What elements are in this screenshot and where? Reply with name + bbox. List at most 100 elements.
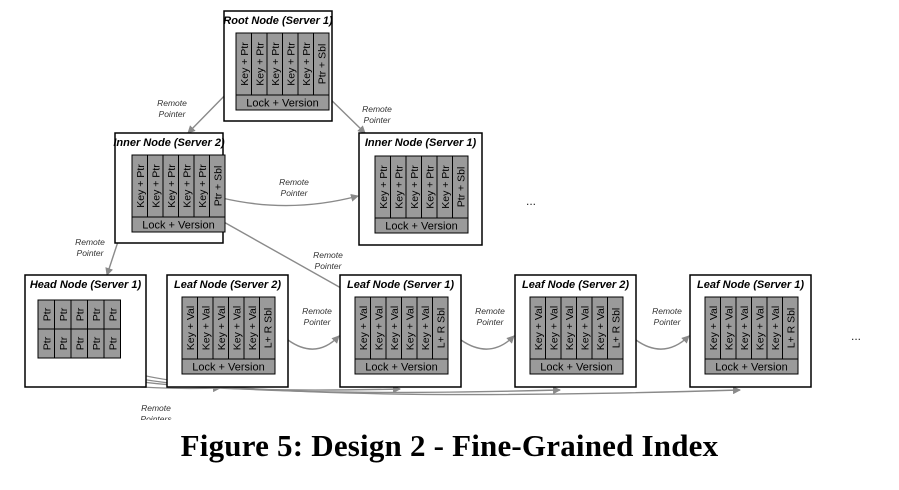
root-field-label: Key + Ptr xyxy=(270,42,282,86)
root-field-label: Key + Ptr xyxy=(239,42,251,86)
leafD-field-label: L+ R Sbl xyxy=(785,308,797,349)
root-field-label: Ptr + Sbl xyxy=(316,44,328,85)
leafB-footer-label: Lock + Version xyxy=(365,362,437,374)
leafB-footer-cell xyxy=(354,358,449,375)
head-ptr-label: Ptr xyxy=(58,307,70,321)
leafC-field-label: Key + Val xyxy=(533,306,545,350)
edge-label-root-inner2: Pointer xyxy=(159,109,187,119)
edge-label-inner2-head: Remote xyxy=(75,237,105,247)
head-ptr-label: Ptr xyxy=(107,336,119,350)
continuation-ellipsis: ... xyxy=(526,194,536,208)
inner1-field-label: Ptr + Sbl xyxy=(455,167,467,208)
edge-label-inner2-head: Pointer xyxy=(77,248,105,258)
leafD-footer-label: Lock + Version xyxy=(715,362,787,374)
inner1-field-label: Key + Ptr xyxy=(440,165,452,209)
inner2-field-label: Key + Ptr xyxy=(135,164,147,208)
leafC-footer-cell xyxy=(529,358,624,375)
head-ptr-label: Ptr xyxy=(74,307,86,321)
head-node-title: Head Node (Server 1) xyxy=(30,279,142,291)
inner2-footer-cell xyxy=(131,216,226,233)
inner1-footer-cell xyxy=(374,217,469,234)
head-ptr-label: Ptr xyxy=(58,336,70,350)
head-ptr-label: Ptr xyxy=(41,307,53,321)
leafA-field-label: Key + Val xyxy=(216,306,228,350)
continuation-ellipsis: ... xyxy=(851,329,861,343)
edge-label-root-inner1: Remote xyxy=(362,104,392,114)
head-ptr-label: Ptr xyxy=(107,307,119,321)
head-ptr-cell xyxy=(103,328,121,359)
edge-leafA-to-leafB xyxy=(287,335,340,350)
edge-label-leafB-leafC: Pointer xyxy=(477,317,505,327)
leafD-field-label: Key + Val xyxy=(739,306,751,350)
edge-label-inner2-inner1: Remote xyxy=(279,177,309,187)
head-ptr-label: Ptr xyxy=(91,336,103,350)
leafC-field-label: Key + Val xyxy=(564,306,576,350)
edge-label-inner2-inner1: Pointer xyxy=(281,188,309,198)
leafC-node-title: Leaf Node (Server 2) xyxy=(522,279,629,291)
edge-label-inner2-leafB: Pointer xyxy=(315,261,343,271)
edge-label-head-leaves: Remote xyxy=(141,403,171,413)
leafD-field-label: Key + Val xyxy=(723,306,735,350)
leafC-field-label: Key + Val xyxy=(548,306,560,350)
leafB-field-label: Key + Val xyxy=(389,306,401,350)
leafD-field-label: Key + Val xyxy=(770,306,782,350)
edge-leafB-to-leafC xyxy=(460,335,515,350)
leafB-field-label: Key + Val xyxy=(373,306,385,350)
inner2-node-title: Inner Node (Server 2) xyxy=(113,137,225,149)
inner2-field-label: Key + Ptr xyxy=(150,164,162,208)
root-field-label: Key + Ptr xyxy=(254,42,266,86)
edge-label-leafA-leafB: Pointer xyxy=(304,317,332,327)
root-footer-label: Lock + Version xyxy=(246,98,318,110)
head-ptr-label: Ptr xyxy=(91,307,103,321)
edge-label-leafB-leafC: Remote xyxy=(475,306,505,316)
edge-label-leafC-leafD: Pointer xyxy=(654,317,682,327)
edge-inner2-to-leafB xyxy=(205,211,358,298)
root-field-label: Key + Ptr xyxy=(301,42,313,86)
leafD-field-label: Key + Val xyxy=(754,306,766,350)
inner2-footer-label: Lock + Version xyxy=(142,220,214,232)
inner1-field-label: Key + Ptr xyxy=(409,165,421,209)
leafC-field-label: L+ R Sbl xyxy=(610,308,622,349)
leafA-field-label: Key + Val xyxy=(247,306,259,350)
edge-label-leafC-leafD: Remote xyxy=(652,306,682,316)
inner2-field-label: Key + Ptr xyxy=(166,164,178,208)
inner1-field-label: Key + Ptr xyxy=(393,165,405,209)
edge-label-root-inner1: Pointer xyxy=(364,115,392,125)
leafD-node-title: Leaf Node (Server 1) xyxy=(697,279,804,291)
edge-label-root-inner2: Remote xyxy=(157,98,187,108)
leafC-footer-label: Lock + Version xyxy=(540,362,612,374)
root-field-label: Key + Ptr xyxy=(285,42,297,86)
inner1-field-label: Key + Ptr xyxy=(424,165,436,209)
leafC-field-label: Key + Val xyxy=(579,306,591,350)
inner2-field-label: Ptr + Sbl xyxy=(212,166,224,207)
edge-label-head-leaves: Pointers xyxy=(140,414,172,420)
leafA-field-label: Key + Val xyxy=(200,306,212,350)
leafD-field-label: Key + Val xyxy=(708,306,720,350)
head-ptr-label: Ptr xyxy=(41,336,53,350)
inner2-field-label: Key + Ptr xyxy=(197,164,209,208)
leafA-field-label: Key + Val xyxy=(185,306,197,350)
inner1-field-label: Key + Ptr xyxy=(378,165,390,209)
edge-leafC-to-leafD xyxy=(635,335,690,350)
edge-label-inner2-leafB: Remote xyxy=(313,250,343,260)
inner1-node-title: Inner Node (Server 1) xyxy=(365,137,477,149)
inner1-footer-label: Lock + Version xyxy=(385,221,457,233)
leafA-field-label: L+ R Sbl xyxy=(262,308,274,349)
leafB-node-title: Leaf Node (Server 1) xyxy=(347,279,454,291)
leafD-footer-cell xyxy=(704,358,799,375)
root-footer-cell xyxy=(235,94,330,111)
inner2-field-label: Key + Ptr xyxy=(181,164,193,208)
leafA-node-title: Leaf Node (Server 2) xyxy=(174,279,281,291)
head-ptr-label: Ptr xyxy=(74,336,86,350)
